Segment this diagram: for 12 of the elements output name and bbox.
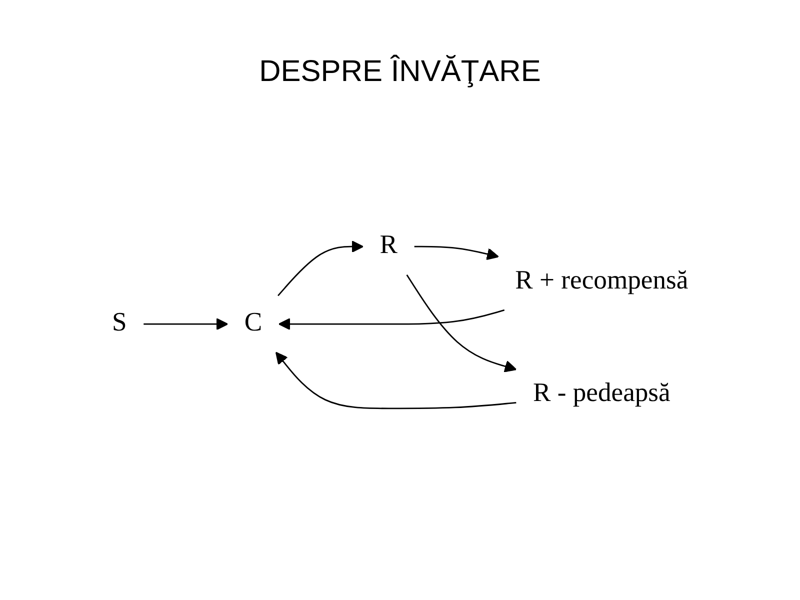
- arrow: [144, 317, 228, 330]
- node-text: S: [112, 308, 127, 338]
- arrow: [406, 274, 517, 372]
- node-text: R + recompensă: [515, 265, 688, 295]
- node-text: C: [244, 308, 262, 338]
- arrow: [275, 351, 516, 409]
- arrow: [277, 240, 364, 296]
- node-text: R - pedeapsă: [532, 378, 670, 408]
- arrow: [414, 245, 499, 260]
- arrow: [278, 308, 504, 330]
- node-text: R: [380, 230, 398, 260]
- diagram-title: DESPRE ÎNVĂŢARE: [259, 55, 541, 88]
